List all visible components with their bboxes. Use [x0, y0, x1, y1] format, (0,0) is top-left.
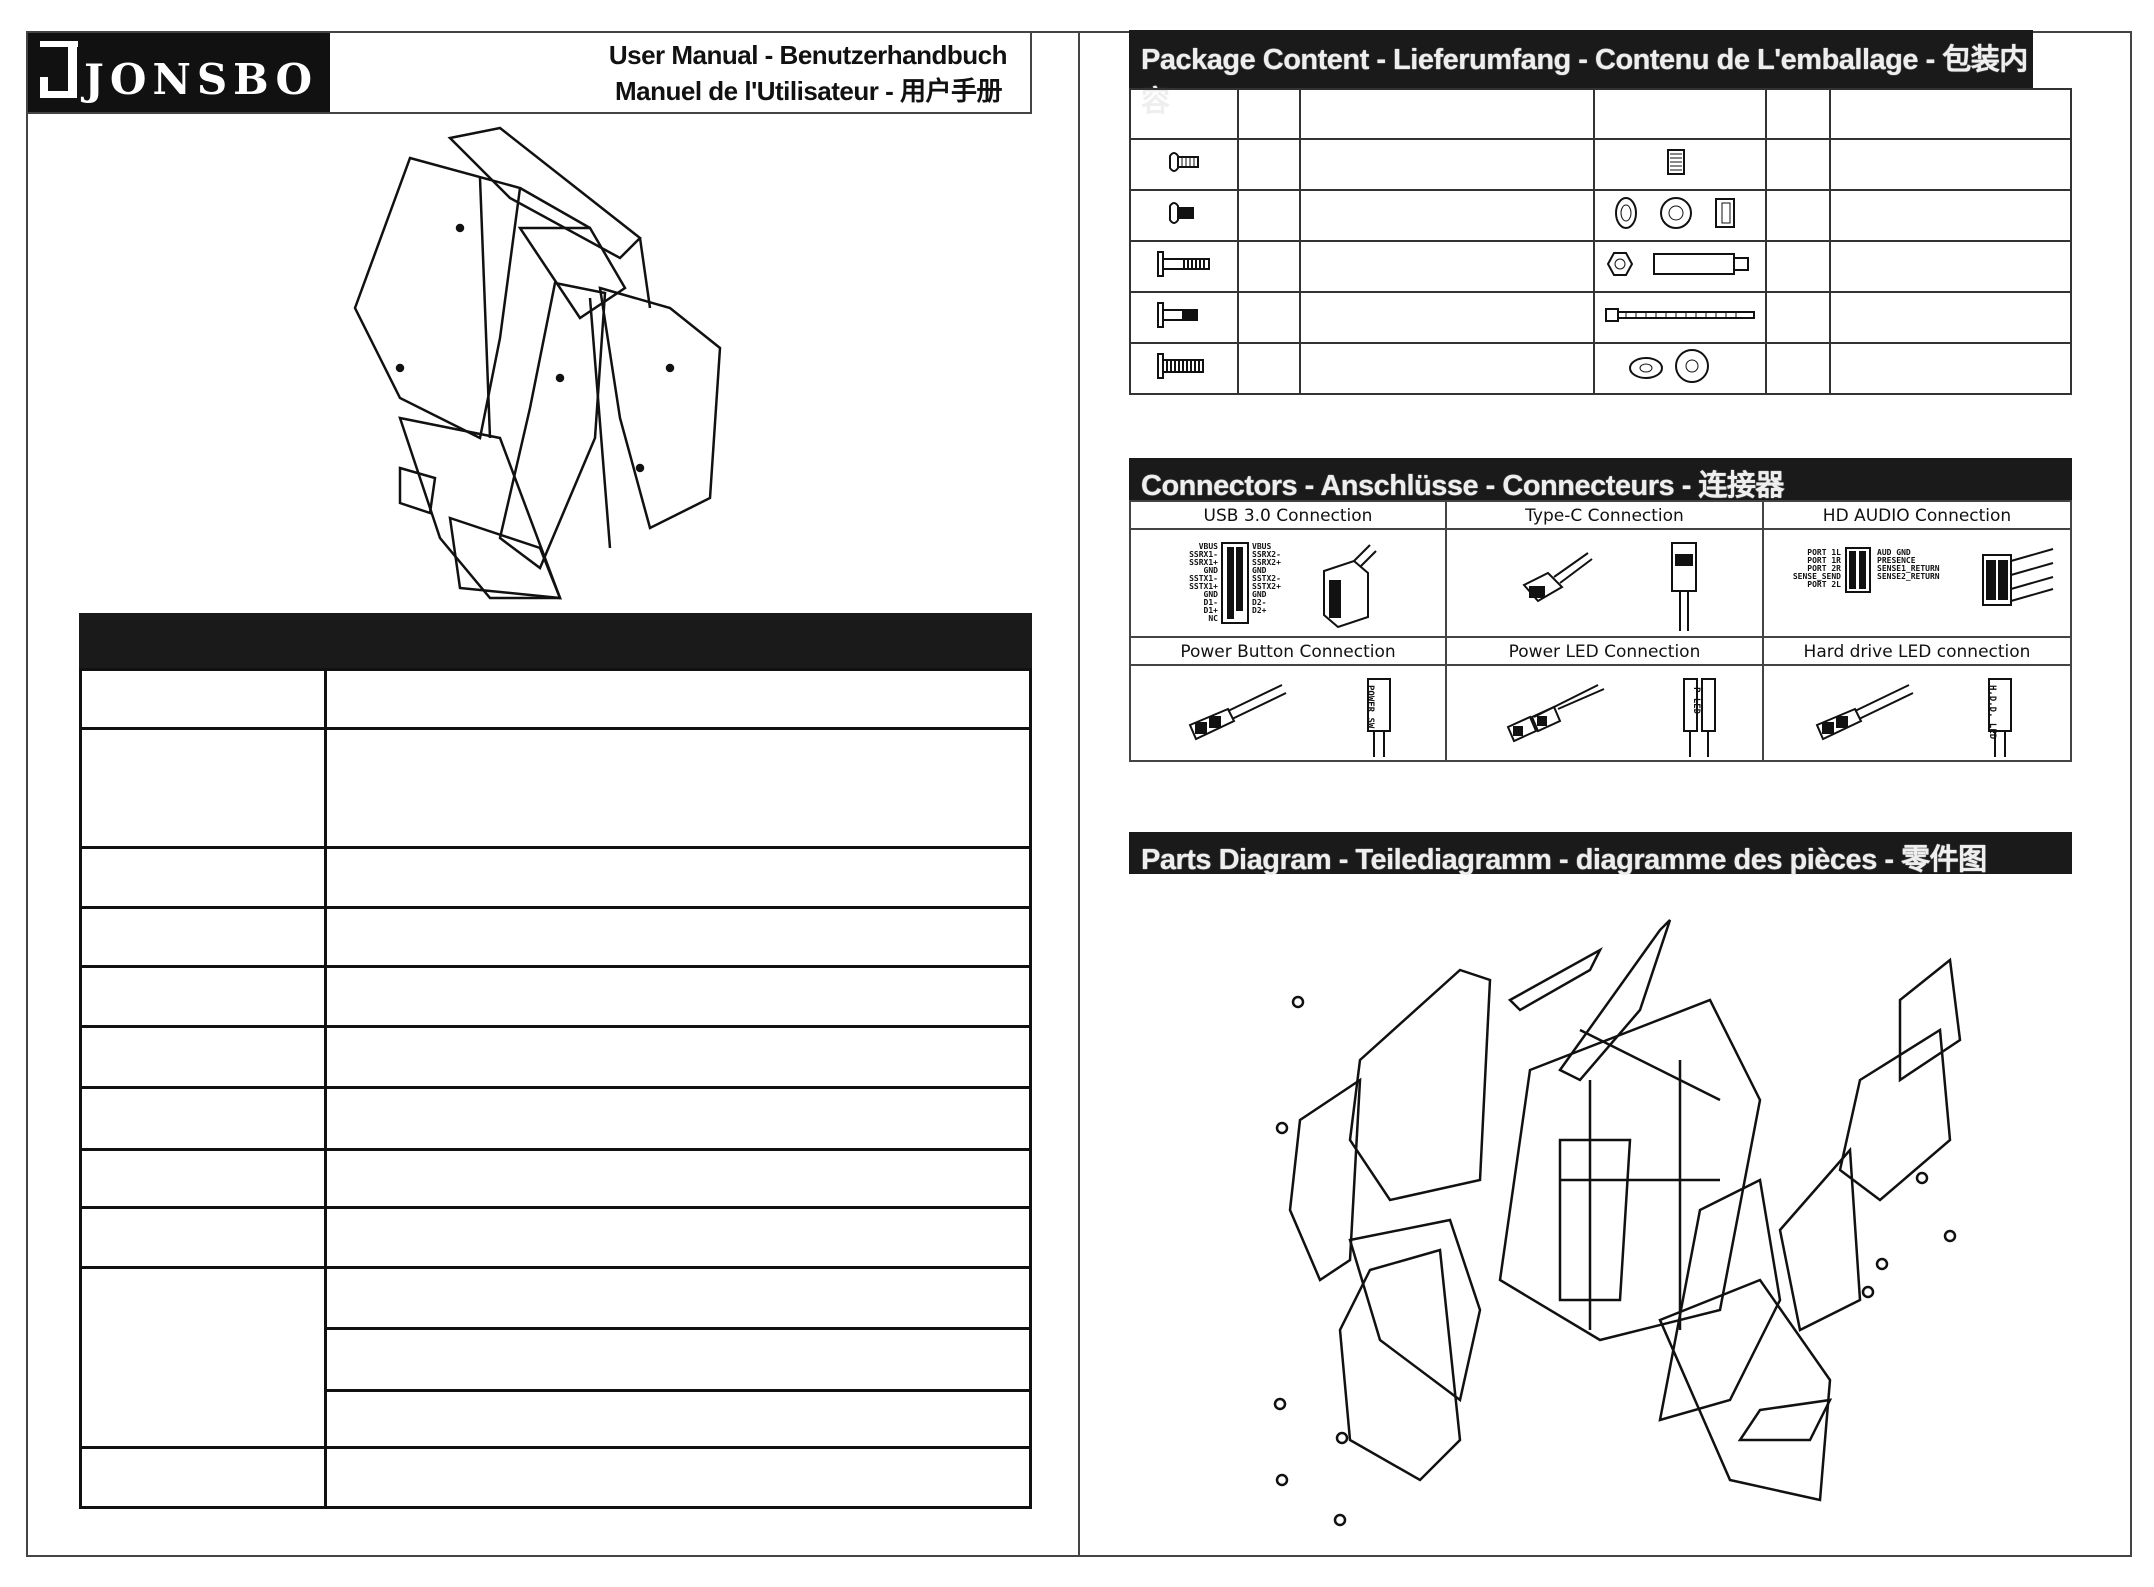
table-row	[1129, 240, 2072, 293]
parts-section-header: Parts Diagram - Teilediagramm - diagramm…	[1129, 832, 2072, 876]
table-row	[1129, 291, 2072, 344]
package-table	[1129, 88, 2072, 395]
parts-exploded-diagram	[1273, 919, 1962, 1527]
logo-mark	[40, 41, 78, 98]
power-button-label: Power Button Connection	[1129, 636, 1447, 666]
table-row	[79, 1086, 1032, 1151]
hdd-led-diagram: H.D.D. LED	[1765, 667, 2069, 759]
hdd-led-plug-label: H.D.D. LED	[1987, 685, 1997, 740]
short-screw-icon	[1157, 302, 1198, 328]
power-led-diagram: P LED	[1448, 667, 1761, 759]
table-row	[79, 965, 1032, 1028]
hdd-led-label: Hard drive LED connection	[1762, 636, 2072, 666]
case-illustration	[353, 126, 722, 600]
audio-plug-icon	[1982, 548, 2054, 606]
table-row	[1129, 189, 2072, 242]
connectors-table: USB 3.0 Connection Type-C Connection HD …	[1129, 500, 2072, 762]
usb-plug-icon	[1323, 544, 1377, 629]
table-row	[79, 1025, 1032, 1089]
usb-header-icon	[1221, 542, 1249, 624]
power-sw-connector-icon	[1367, 678, 1391, 757]
power-button-plug-icon	[1188, 684, 1287, 741]
hdd-led-plug-icon	[1815, 684, 1914, 741]
logo-text: JONSBO	[84, 55, 319, 104]
table-row	[79, 668, 1032, 730]
table-row	[79, 846, 1032, 909]
table-row	[79, 727, 1032, 849]
audio-header-icon	[1845, 547, 1871, 593]
table-row	[1129, 342, 2072, 395]
brand-logo: JONSBO	[28, 33, 330, 112]
header-box	[26, 31, 1032, 114]
long-screw-icon	[1157, 251, 1210, 277]
header-title-1: User Manual - Benutzerhandbuch	[608, 40, 1008, 70]
table-row: Power Button Connection Power LED Connec…	[1129, 636, 2072, 666]
table-row	[81, 1327, 1032, 1392]
hdaudio-connection-label: HD AUDIO Connection	[1762, 500, 2072, 530]
header-title-2: Manuel de l'Utilisateur - 用户手册	[614, 76, 1003, 106]
p-led-label: P LED	[1691, 687, 1701, 715]
typec-connection-label: Type-C Connection	[1445, 500, 1764, 530]
fan-screw-icon	[1157, 353, 1204, 379]
standoff-screw-icon	[1667, 149, 1685, 175]
typec-plug-icon	[1522, 552, 1593, 603]
table-row	[81, 1389, 1032, 1449]
spec-table	[79, 668, 1032, 1509]
screw-part	[1291, 995, 1305, 1009]
spec-table-header	[79, 613, 1032, 670]
connectors-section-header: Connectors - Anschlüsse - Connecteurs - …	[1129, 458, 2072, 502]
power-sw-label: POWER SW	[1365, 685, 1375, 729]
power-button-diagram: POWER SW	[1132, 667, 1444, 759]
usb-connection-label: USB 3.0 Connection	[1129, 500, 1447, 530]
table-row	[79, 906, 1032, 968]
typec-diagram	[1448, 531, 1761, 635]
grommet-icon	[1615, 197, 1735, 229]
nut-standoff-icon	[1606, 252, 1749, 276]
table-row	[79, 1206, 1032, 1269]
thumb-screw-icon	[1169, 202, 1194, 224]
power-led-label: Power LED Connection	[1445, 636, 1764, 666]
screw-icon	[1169, 152, 1199, 172]
table-row	[79, 1446, 1032, 1509]
table-row	[1129, 88, 2072, 140]
table-row: POWER SW P LED H.D.D. LED	[1129, 664, 2072, 762]
table-row	[79, 1148, 1032, 1209]
hdd-led-connector-icon	[1988, 678, 2012, 757]
package-section-header: Package Content - Lieferumfang - Contenu…	[1129, 30, 2033, 118]
table-row: USB 3.0 Connection Type-C Connection HD …	[1129, 500, 2072, 530]
washer-icon	[1629, 349, 1709, 383]
table-row	[1129, 138, 2072, 191]
table-row	[79, 1266, 1032, 1449]
cable-tie-icon	[1605, 308, 1755, 322]
power-led-plug-icon	[1506, 684, 1605, 743]
connectors-section-title: Connectors - Anschlüsse - Connecteurs - …	[1141, 470, 1784, 502]
parts-section-title: Parts Diagram - Teilediagramm - diagramm…	[1141, 844, 1987, 876]
typec-connector-icon	[1671, 542, 1697, 631]
p-led-connector-icon	[1683, 678, 1716, 757]
